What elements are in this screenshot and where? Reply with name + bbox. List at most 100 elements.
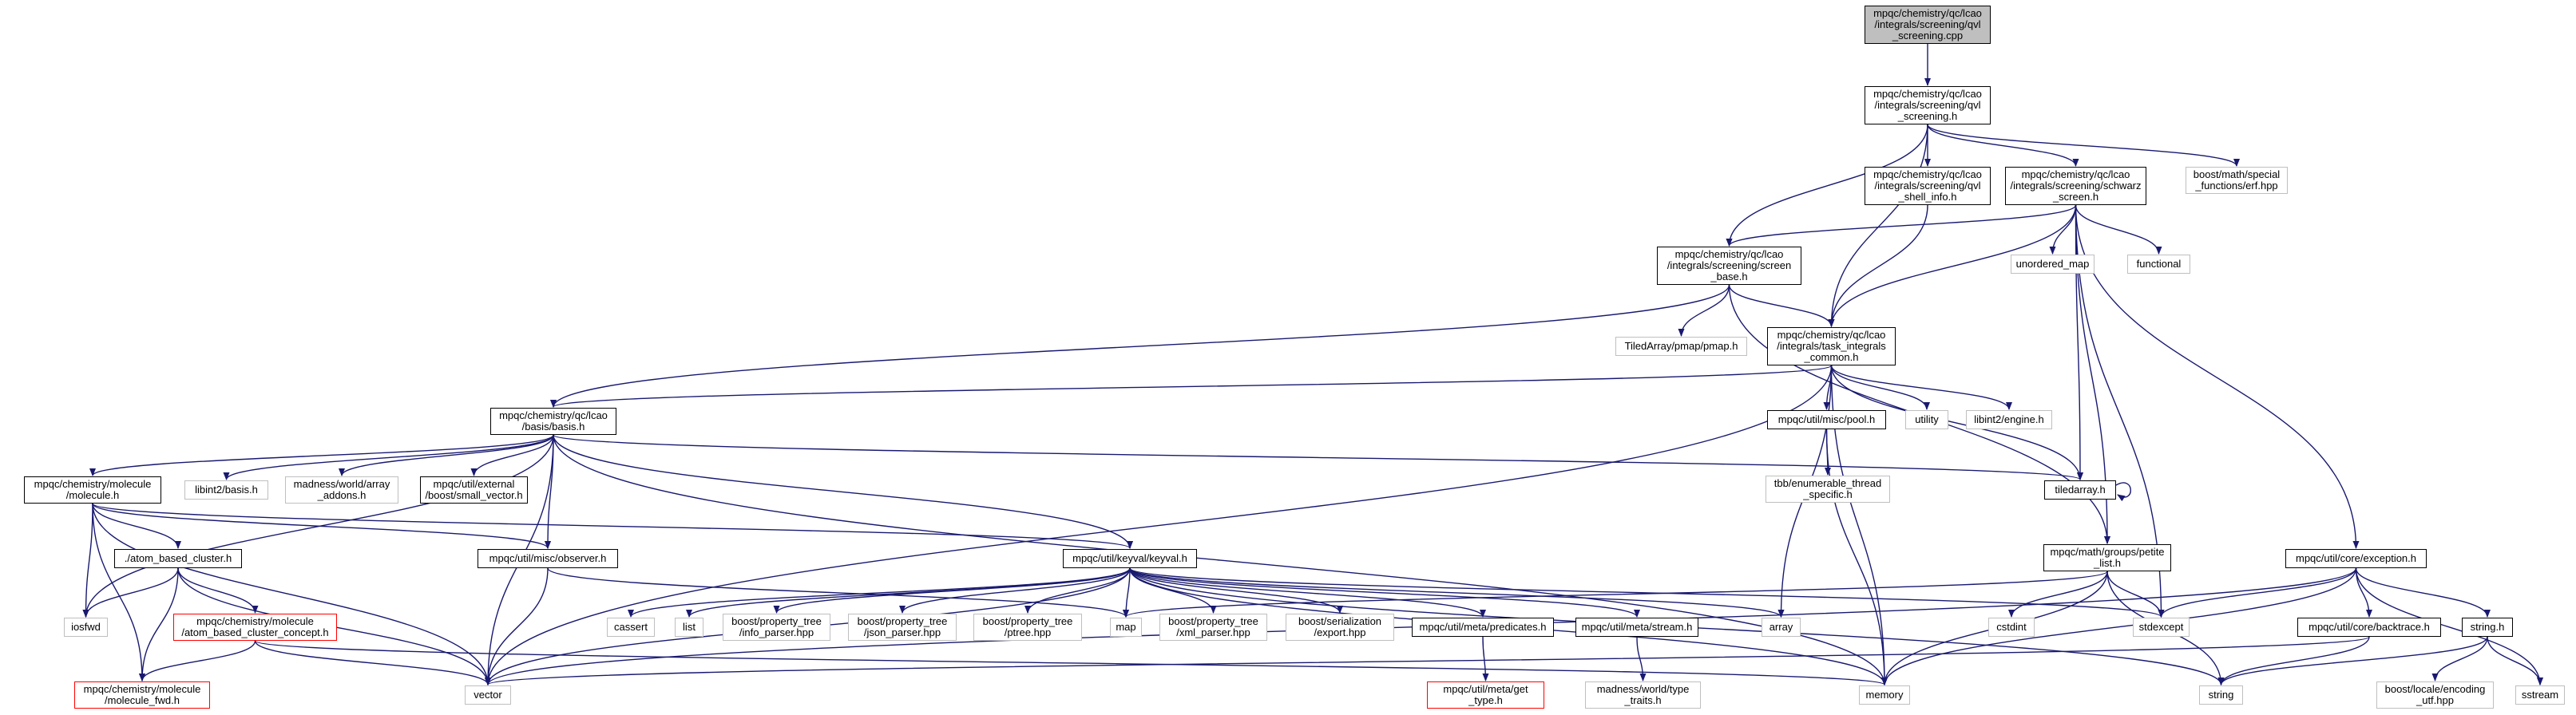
edge-cluster_concept-to-molecule_fwd bbox=[139, 640, 256, 681]
node-atom-based-cluster-h[interactable]: ./atom_based_cluster.h bbox=[114, 549, 242, 568]
node-backtrace-h[interactable]: mpqc/util/core/backtrace.h bbox=[2297, 618, 2441, 637]
node-array: array bbox=[1762, 618, 1801, 637]
node-petite-list-h[interactable]: mpqc/math/groups/petite _list.h bbox=[2043, 544, 2171, 571]
edge-atom_cluster-to-iosfwd bbox=[82, 567, 179, 618]
node-boost-locale-encoding-utf-hpp: boost/locale/encoding _utf.hpp bbox=[2376, 681, 2494, 709]
edge-molecule-to-molecule_fwd bbox=[92, 503, 145, 681]
node-basis-h[interactable]: mpqc/chemistry/qc/lcao /basis/basis.h bbox=[490, 408, 616, 435]
node-libint2-basis-h: libint2/basis.h bbox=[184, 480, 268, 500]
edge-molecule-to-atom_cluster bbox=[92, 503, 181, 549]
node-stream-h[interactable]: mpqc/util/meta/stream.h bbox=[1575, 618, 1698, 637]
node-utility: utility bbox=[1905, 410, 1948, 429]
node-screen-base-h[interactable]: mpqc/chemistry/qc/lcao /integrals/screen… bbox=[1657, 247, 1801, 285]
edge-keyval-to-json_parser bbox=[899, 567, 1131, 614]
node-qvl-screening-cpp: mpqc/chemistry/qc/lcao /integrals/screen… bbox=[1865, 6, 1991, 44]
node-ptree-hpp: boost/property_tree /ptree.hpp bbox=[973, 614, 1082, 641]
node-qvl-shell-info-h[interactable]: mpqc/chemistry/qc/lcao /integrals/screen… bbox=[1865, 167, 1991, 205]
node-schwarz-screen-h[interactable]: mpqc/chemistry/qc/lcao /integrals/screen… bbox=[2005, 167, 2146, 205]
edge-basis-to-keyval bbox=[553, 434, 1133, 549]
edge-backtrace-to-string bbox=[2217, 636, 2370, 685]
edge-petite_list-to-map bbox=[1123, 571, 2108, 618]
edge-keyval-to-array bbox=[1129, 567, 1785, 618]
edge-task_integrals-to-libint_engine bbox=[1830, 365, 2012, 410]
edge-screen_base-to-pmap bbox=[1678, 284, 1730, 337]
edge-exception-to-stdexcept bbox=[2158, 567, 2357, 618]
node-string-h[interactable]: string.h bbox=[2462, 618, 2513, 637]
node-keyval-h[interactable]: mpqc/util/keyval/keyval.h bbox=[1063, 549, 1197, 568]
node-serialization-export-hpp: boost/serialization /export.hpp bbox=[1286, 614, 1394, 641]
node-atom-based-cluster-concept-h[interactable]: mpqc/chemistry/molecule /atom_based_clus… bbox=[173, 614, 337, 641]
node-cassert: cassert bbox=[607, 618, 655, 637]
edge-keyval-to-info_parser bbox=[773, 567, 1131, 614]
edge-string_h-to-sstream bbox=[2487, 636, 2543, 685]
node-small-vector-h[interactable]: mpqc/util/external /boost/small_vector.h bbox=[420, 476, 528, 504]
node-stdexcept: stdexcept bbox=[2133, 618, 2190, 637]
node-json-parser-hpp: boost/property_tree /json_parser.hpp bbox=[848, 614, 957, 641]
edge-task_integrals-to-utility bbox=[1830, 365, 1930, 410]
edge-exception-to-backtrace bbox=[2355, 567, 2372, 618]
edge-basis-to-madness_array bbox=[339, 434, 554, 476]
node-vector: vector bbox=[465, 685, 511, 705]
edge-atom_cluster-to-cluster_concept bbox=[177, 567, 259, 614]
edge-task_integrals-to-basis bbox=[550, 365, 1833, 408]
node-tiledarray-pmap-h: TiledArray/pmap/pmap.h bbox=[1615, 337, 1747, 356]
edge-pool-to-memory bbox=[1825, 429, 1888, 685]
edge-cluster_concept-to-memory bbox=[254, 640, 1888, 685]
edge-keyval-to-ptree bbox=[1024, 567, 1131, 614]
edge-petite_list-to-cstdint bbox=[2008, 571, 2108, 618]
edge-shell_info-to-task_integrals bbox=[1828, 204, 1928, 327]
node-qvl-screening-h[interactable]: mpqc/chemistry/qc/lcao /integrals/screen… bbox=[1865, 86, 1991, 124]
node-map: map bbox=[1110, 618, 1142, 637]
node-list: list bbox=[675, 618, 703, 637]
edge-keyval-to-stdexcept bbox=[1129, 567, 2165, 618]
node-observer-h[interactable]: mpqc/util/misc/observer.h bbox=[478, 549, 618, 568]
node-boost-erf-hpp: boost/math/special _functions/erf.hpp bbox=[2186, 167, 2288, 194]
node-task-integrals-common-h[interactable]: mpqc/chemistry/qc/lcao /integrals/task_i… bbox=[1767, 327, 1896, 365]
edge-schwarz-to-task_integrals bbox=[1828, 204, 2077, 327]
node-info-parser-hpp: boost/property_tree /info_parser.hpp bbox=[723, 614, 830, 641]
edge-schwarz-to-tiledarray bbox=[2075, 204, 2083, 480]
edge-string_h-to-string bbox=[2217, 636, 2488, 685]
node-molecule-h[interactable]: mpqc/chemistry/molecule /molecule.h bbox=[24, 476, 161, 504]
dependency-edges bbox=[82, 44, 2543, 685]
edge-atom_cluster-to-molecule_fwd bbox=[139, 567, 179, 681]
node-string: string bbox=[2199, 685, 2243, 705]
node-madness-array-addons-h: madness/world/array _addons.h bbox=[285, 476, 398, 504]
edge-keyval-to-list bbox=[686, 567, 1131, 618]
edge-backtrace-to-vector bbox=[485, 636, 2370, 685]
node-madness-type-traits-h: madness/world/type _traits.h bbox=[1585, 681, 1701, 709]
edge-predicates-to-get_type bbox=[1482, 636, 1489, 681]
edge-petite_list-to-stdexcept bbox=[2106, 571, 2165, 618]
node-tiledarray-h[interactable]: tiledarray.h bbox=[2044, 480, 2116, 500]
edge-stream-to-madness_type bbox=[1636, 636, 1647, 681]
edge-basis-to-memory bbox=[553, 434, 1888, 685]
edge-cluster_concept-to-vector bbox=[254, 640, 491, 685]
edge-qvl_h-to-task_integrals bbox=[1828, 124, 1928, 327]
edge-observer-to-map bbox=[547, 567, 1129, 618]
node-sstream: sstream bbox=[2515, 685, 2565, 705]
edge-qvl_h-to-screen_base bbox=[1726, 124, 1928, 247]
node-predicates-h[interactable]: mpqc/util/meta/predicates.h bbox=[1412, 618, 1554, 637]
edge-keyval-to-predicates bbox=[1129, 567, 1486, 618]
edge-exception-to-string_h bbox=[2355, 567, 2491, 618]
edge-screen_base-to-task_integrals bbox=[1728, 284, 1835, 327]
edge-molecule-to-keyval bbox=[92, 503, 1133, 549]
node-xml-parser-hpp: boost/property_tree /xml_parser.hpp bbox=[1159, 614, 1267, 641]
edge-tiledarray-to-tiledarray bbox=[2115, 482, 2131, 502]
edge-string_h-to-encoding bbox=[2431, 636, 2488, 681]
edge-schwarz-to-unordered_map bbox=[2049, 204, 2077, 255]
node-functional: functional bbox=[2127, 255, 2190, 274]
edge-keyval-to-cassert bbox=[628, 567, 1131, 618]
edge-molecule-to-iosfwd bbox=[82, 503, 93, 618]
node-get-type-h[interactable]: mpqc/util/meta/get _type.h bbox=[1427, 681, 1544, 709]
node-pool-h[interactable]: mpqc/util/misc/pool.h bbox=[1767, 410, 1886, 429]
edge-screen_base-to-basis bbox=[550, 284, 1730, 408]
edge-keyval-to-stream bbox=[1129, 567, 1640, 618]
edge-schwarz-to-screen_base bbox=[1726, 204, 2077, 247]
edge-basis-to-small_vector bbox=[470, 434, 554, 476]
node-exception-h[interactable]: mpqc/util/core/exception.h bbox=[2285, 549, 2427, 568]
edge-basis-to-tiledarray bbox=[553, 434, 2083, 480]
node-unordered-map: unordered_map bbox=[2011, 255, 2094, 274]
node-molecule-fwd-h[interactable]: mpqc/chemistry/molecule /molecule_fwd.h bbox=[74, 681, 210, 709]
